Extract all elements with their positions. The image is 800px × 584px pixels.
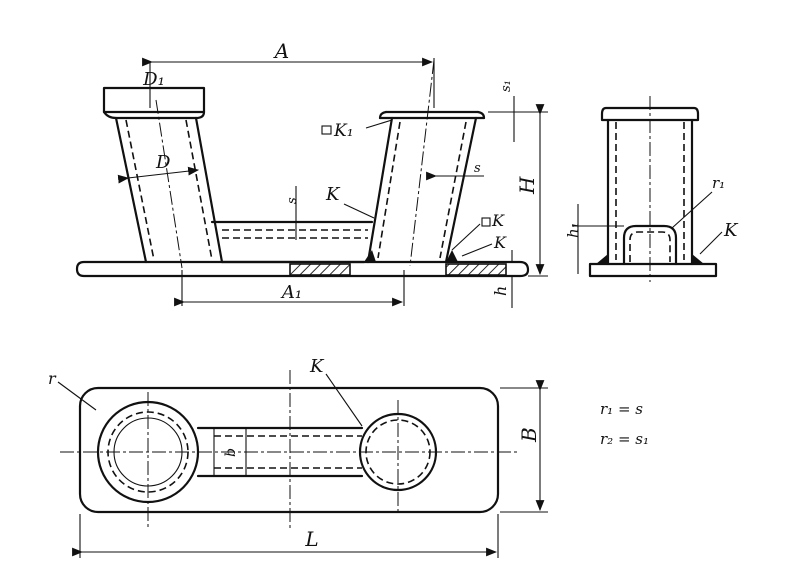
label-h1: h₁	[564, 222, 582, 238]
label-s-beam: s	[285, 197, 300, 204]
label-K-plan: K	[309, 356, 325, 377]
plate-section-hatch-right	[445, 263, 507, 276]
side-view: h₁ r₁ K	[564, 96, 739, 282]
label-K-side-view: K	[723, 220, 739, 241]
label-A: A	[273, 39, 289, 63]
plate-section-hatch	[289, 263, 351, 276]
connecting-beam	[210, 220, 374, 264]
label-s-post: s	[474, 161, 481, 176]
label-D1: D₁	[142, 69, 165, 90]
note-r1: r₁ = s	[600, 400, 643, 418]
left-post	[102, 86, 224, 269]
label-K-side: K	[325, 184, 341, 205]
front-view: A D₁ D A₁ H s₁ h s s K₁ K	[75, 39, 548, 308]
plan-view: b r K B L	[48, 356, 548, 558]
label-r: r	[48, 369, 57, 388]
label-K1: K₁	[333, 121, 354, 141]
plan-plate	[78, 386, 500, 514]
label-L: L	[304, 527, 318, 551]
label-B: B	[517, 427, 541, 443]
label-A1: A₁	[280, 282, 302, 303]
label-h: h	[491, 286, 510, 296]
right-post	[364, 59, 486, 267]
label-r1: r₁	[712, 174, 725, 192]
label-D: D	[155, 152, 171, 173]
base-plate	[75, 260, 530, 278]
label-K-right: K	[493, 233, 507, 252]
note-r2: r₂ = s₁	[600, 430, 649, 448]
label-s1: s₁	[499, 80, 514, 92]
label-H: H	[515, 176, 539, 195]
label-K-box-right: K	[491, 211, 505, 230]
label-b: b	[223, 448, 239, 457]
